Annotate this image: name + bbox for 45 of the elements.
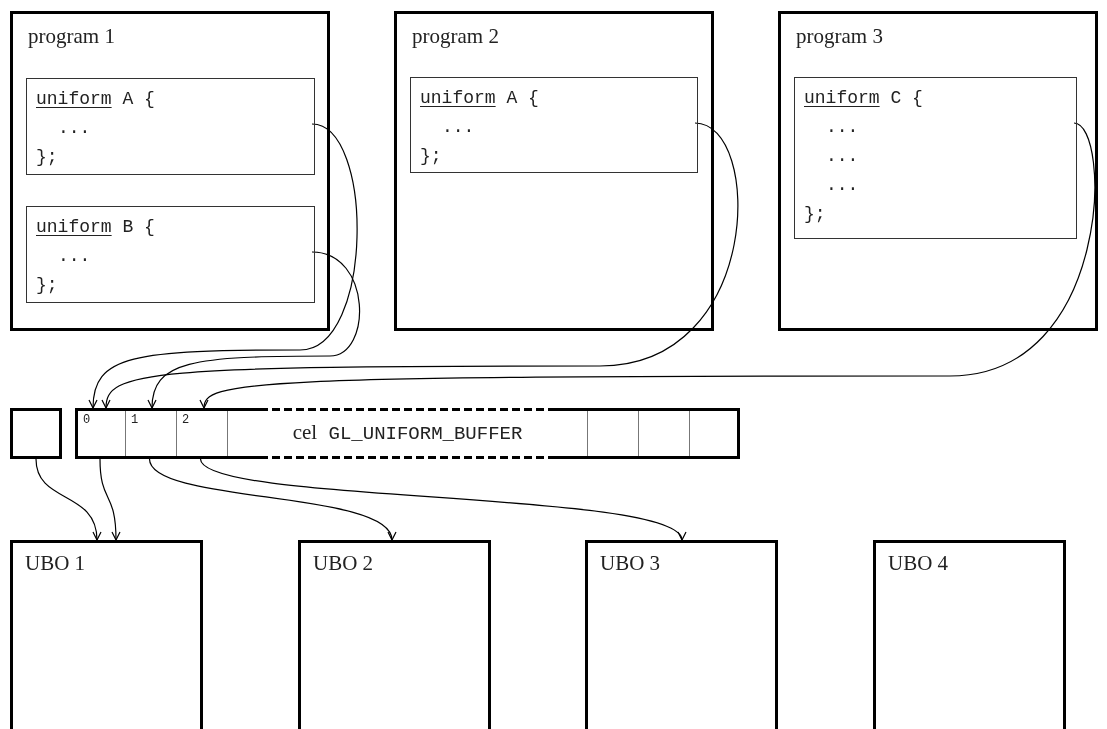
- code-line: ...: [57, 245, 91, 268]
- arrow: [200, 122, 1096, 409]
- buffer-object-box: [298, 540, 491, 729]
- buffer-object-title: UBO 4: [888, 551, 949, 576]
- code-line: ...: [825, 174, 859, 197]
- program-title: program 3: [796, 24, 883, 49]
- code-line: };: [36, 274, 58, 297]
- program-title: program 1: [28, 24, 115, 49]
- code-line: uniform A {: [420, 87, 539, 110]
- code-line: ...: [825, 116, 859, 139]
- code-line: ...: [825, 145, 859, 168]
- code-line: };: [420, 145, 442, 168]
- code-line: };: [36, 146, 58, 169]
- empty-box: [10, 408, 62, 459]
- arrow: [89, 123, 358, 409]
- program-title: program 2: [412, 24, 499, 49]
- arrow: [148, 458, 394, 541]
- program-box: [394, 11, 714, 331]
- code-block: [26, 78, 315, 175]
- slot-index: 2: [182, 413, 190, 427]
- buffer-bar: [75, 408, 740, 459]
- slot-index: 0: [83, 413, 91, 427]
- buffer-object-title: UBO 1: [25, 551, 86, 576]
- code-line: ...: [441, 116, 475, 139]
- arrow: [148, 251, 360, 409]
- buffer-object-box: [10, 540, 203, 729]
- buffer-object-box: [873, 540, 1066, 729]
- arrow: [99, 458, 121, 541]
- code-block: [794, 77, 1077, 239]
- buffer-object-title: UBO 3: [600, 551, 661, 576]
- arrow: [35, 458, 101, 541]
- code-line: };: [804, 203, 826, 226]
- buffer-label: cel GL_UNIFORM_BUFFER: [291, 420, 524, 445]
- program-box: [778, 11, 1098, 331]
- code-line: uniform A {: [36, 88, 155, 111]
- buffer-object-box: [585, 540, 778, 729]
- slot-index: 1: [131, 413, 139, 427]
- code-block: [410, 77, 698, 173]
- buffer-object-title: UBO 2: [313, 551, 374, 576]
- code-line: uniform C {: [804, 87, 923, 110]
- code-line: ...: [57, 117, 91, 140]
- program-box: [10, 11, 330, 331]
- code-block: [26, 206, 315, 303]
- arrow: [102, 122, 739, 409]
- code-line: uniform B {: [36, 216, 155, 239]
